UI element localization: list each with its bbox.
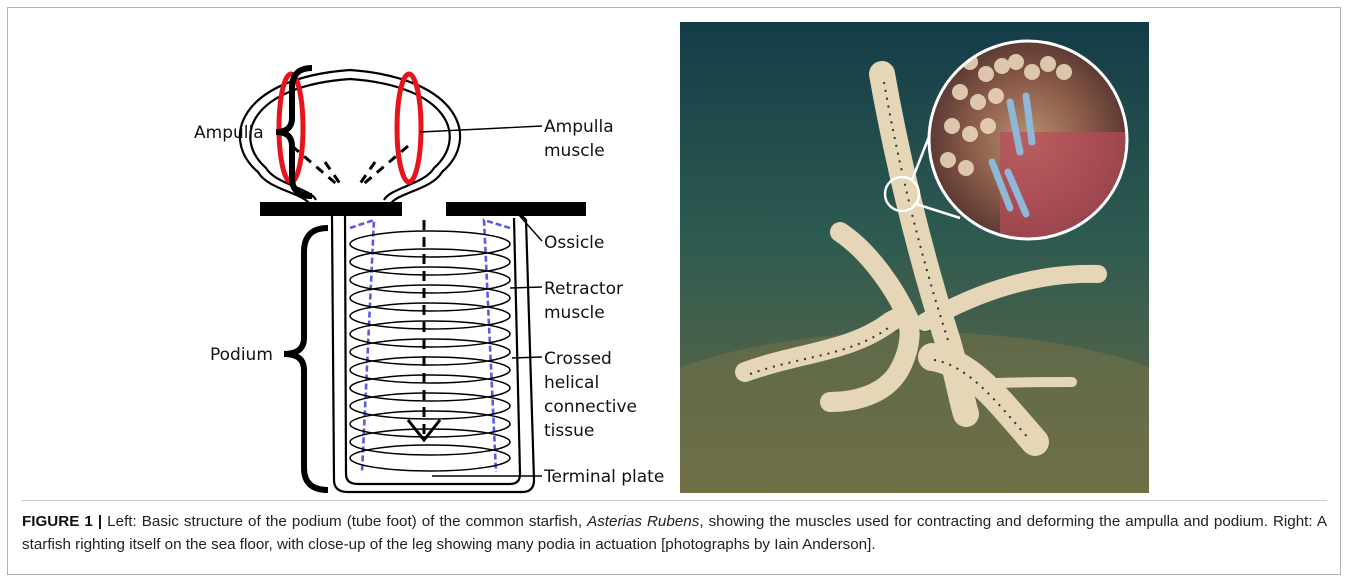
figure-label: FIGURE 1 (22, 513, 93, 530)
terminal-plate-label: Terminal plate (543, 467, 664, 487)
podium-brace (284, 228, 328, 490)
podium-label: Podium (210, 345, 273, 365)
caption-separator: | (98, 513, 102, 530)
caption-text-part1: Left: Basic structure of the podium (tub… (107, 513, 582, 530)
retractor-label-line1: Retractor (544, 279, 623, 299)
caption-divider (22, 500, 1327, 501)
ossicle-plate-left (260, 202, 402, 216)
podium-diagram: Ampulla Podium Ampulla muscle Ossicle Re… (180, 60, 680, 500)
crossed-label-line1: Crossed (544, 349, 612, 369)
ampulla-label: Ampulla (194, 123, 264, 143)
caption-species: Asterias Rubens (587, 513, 699, 530)
retractor-label-line2: muscle (544, 303, 605, 323)
figure-caption: FIGURE 1 | Left: Basic structure of the … (22, 510, 1327, 556)
ossicle-label: Ossicle (544, 233, 604, 253)
ampulla-outer-wall (240, 70, 460, 205)
ampulla-contraction-lines (292, 146, 408, 188)
crossed-label-line3: connective (544, 397, 637, 417)
ampulla-muscle-label-line1: Ampulla (544, 117, 614, 137)
ampulla-muscle-label-line2: muscle (544, 141, 605, 161)
starfish-photograph (680, 22, 1149, 493)
crossed-label-line2: helical (544, 373, 599, 393)
crossed-label-line4: tissue (544, 421, 594, 441)
